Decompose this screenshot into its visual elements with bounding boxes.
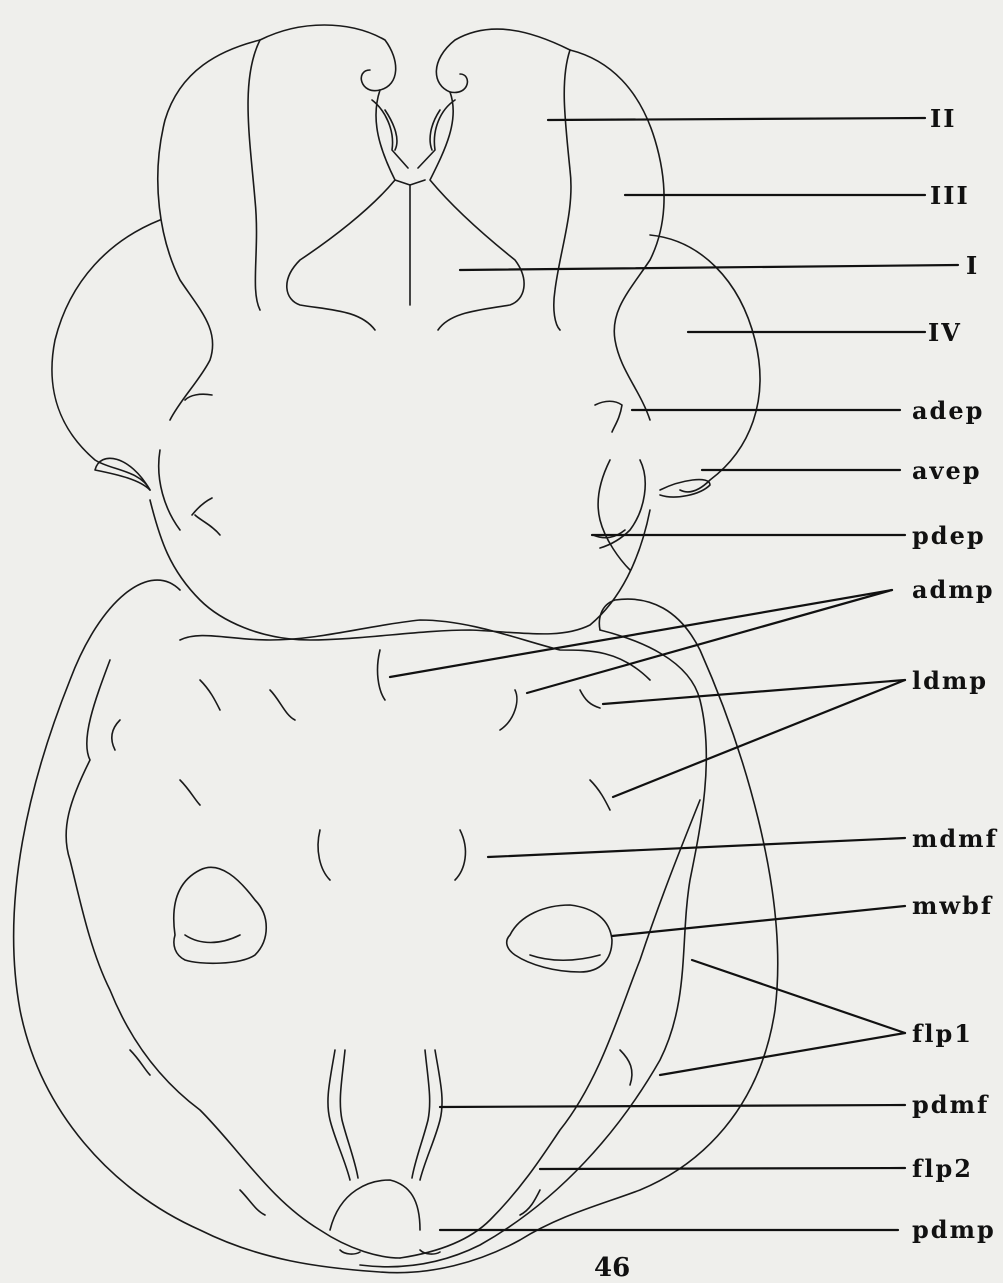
leader-mdmf	[488, 838, 905, 857]
leader-pdmf	[440, 1105, 905, 1107]
pdmf-left	[328, 1050, 350, 1180]
lateral-tip-left	[95, 458, 150, 490]
hemisphere-left-outer	[158, 40, 260, 420]
lateral-tip-right	[660, 480, 710, 497]
page-number: 46	[594, 1253, 630, 1283]
label-IV: IV	[928, 318, 962, 347]
labels: II III I IV adep avep pdep admp ldmp mdm…	[912, 104, 998, 1244]
label-pdmf: pdmf	[912, 1090, 989, 1119]
leader-I	[460, 265, 958, 270]
label-avep: avep	[912, 456, 982, 485]
leader-lines	[390, 118, 958, 1230]
label-pdmp: pdmp	[912, 1215, 996, 1244]
leader-II	[548, 118, 925, 120]
pdmf-right	[420, 1050, 442, 1180]
mwbf-right	[507, 905, 612, 972]
label-mdmf: mdmf	[912, 824, 998, 853]
forebrain-central	[287, 90, 395, 330]
label-adep: adep	[912, 396, 984, 425]
leader-mwbf	[612, 906, 905, 936]
brain-outline-drawing	[14, 25, 778, 1273]
label-I: I	[966, 251, 979, 280]
leader-ldmp-1	[603, 680, 905, 704]
optic-lobe-right	[650, 235, 760, 492]
leader-flp1-2	[660, 1033, 905, 1075]
posterior-round	[330, 1180, 420, 1230]
leader-admp-2	[527, 590, 892, 693]
label-pdep: pdep	[912, 521, 986, 550]
label-ldmp: ldmp	[912, 666, 988, 695]
label-mwbf: mwbf	[912, 891, 993, 920]
midbrain-body	[150, 500, 650, 640]
leader-flp1-1	[692, 960, 905, 1033]
leader-flp2	[540, 1168, 905, 1169]
label-admp: admp	[912, 575, 995, 604]
optic-lobe-left	[52, 220, 160, 490]
posterior-lobe-outline	[360, 630, 706, 1267]
label-flp1: flp1	[912, 1019, 973, 1048]
label-II: II	[930, 104, 956, 133]
label-III: III	[930, 181, 970, 210]
mwbf-left	[174, 867, 267, 963]
leader-ldmp-2	[613, 680, 905, 797]
leader-admp-1	[390, 590, 892, 677]
label-flp2: flp2	[912, 1154, 973, 1183]
